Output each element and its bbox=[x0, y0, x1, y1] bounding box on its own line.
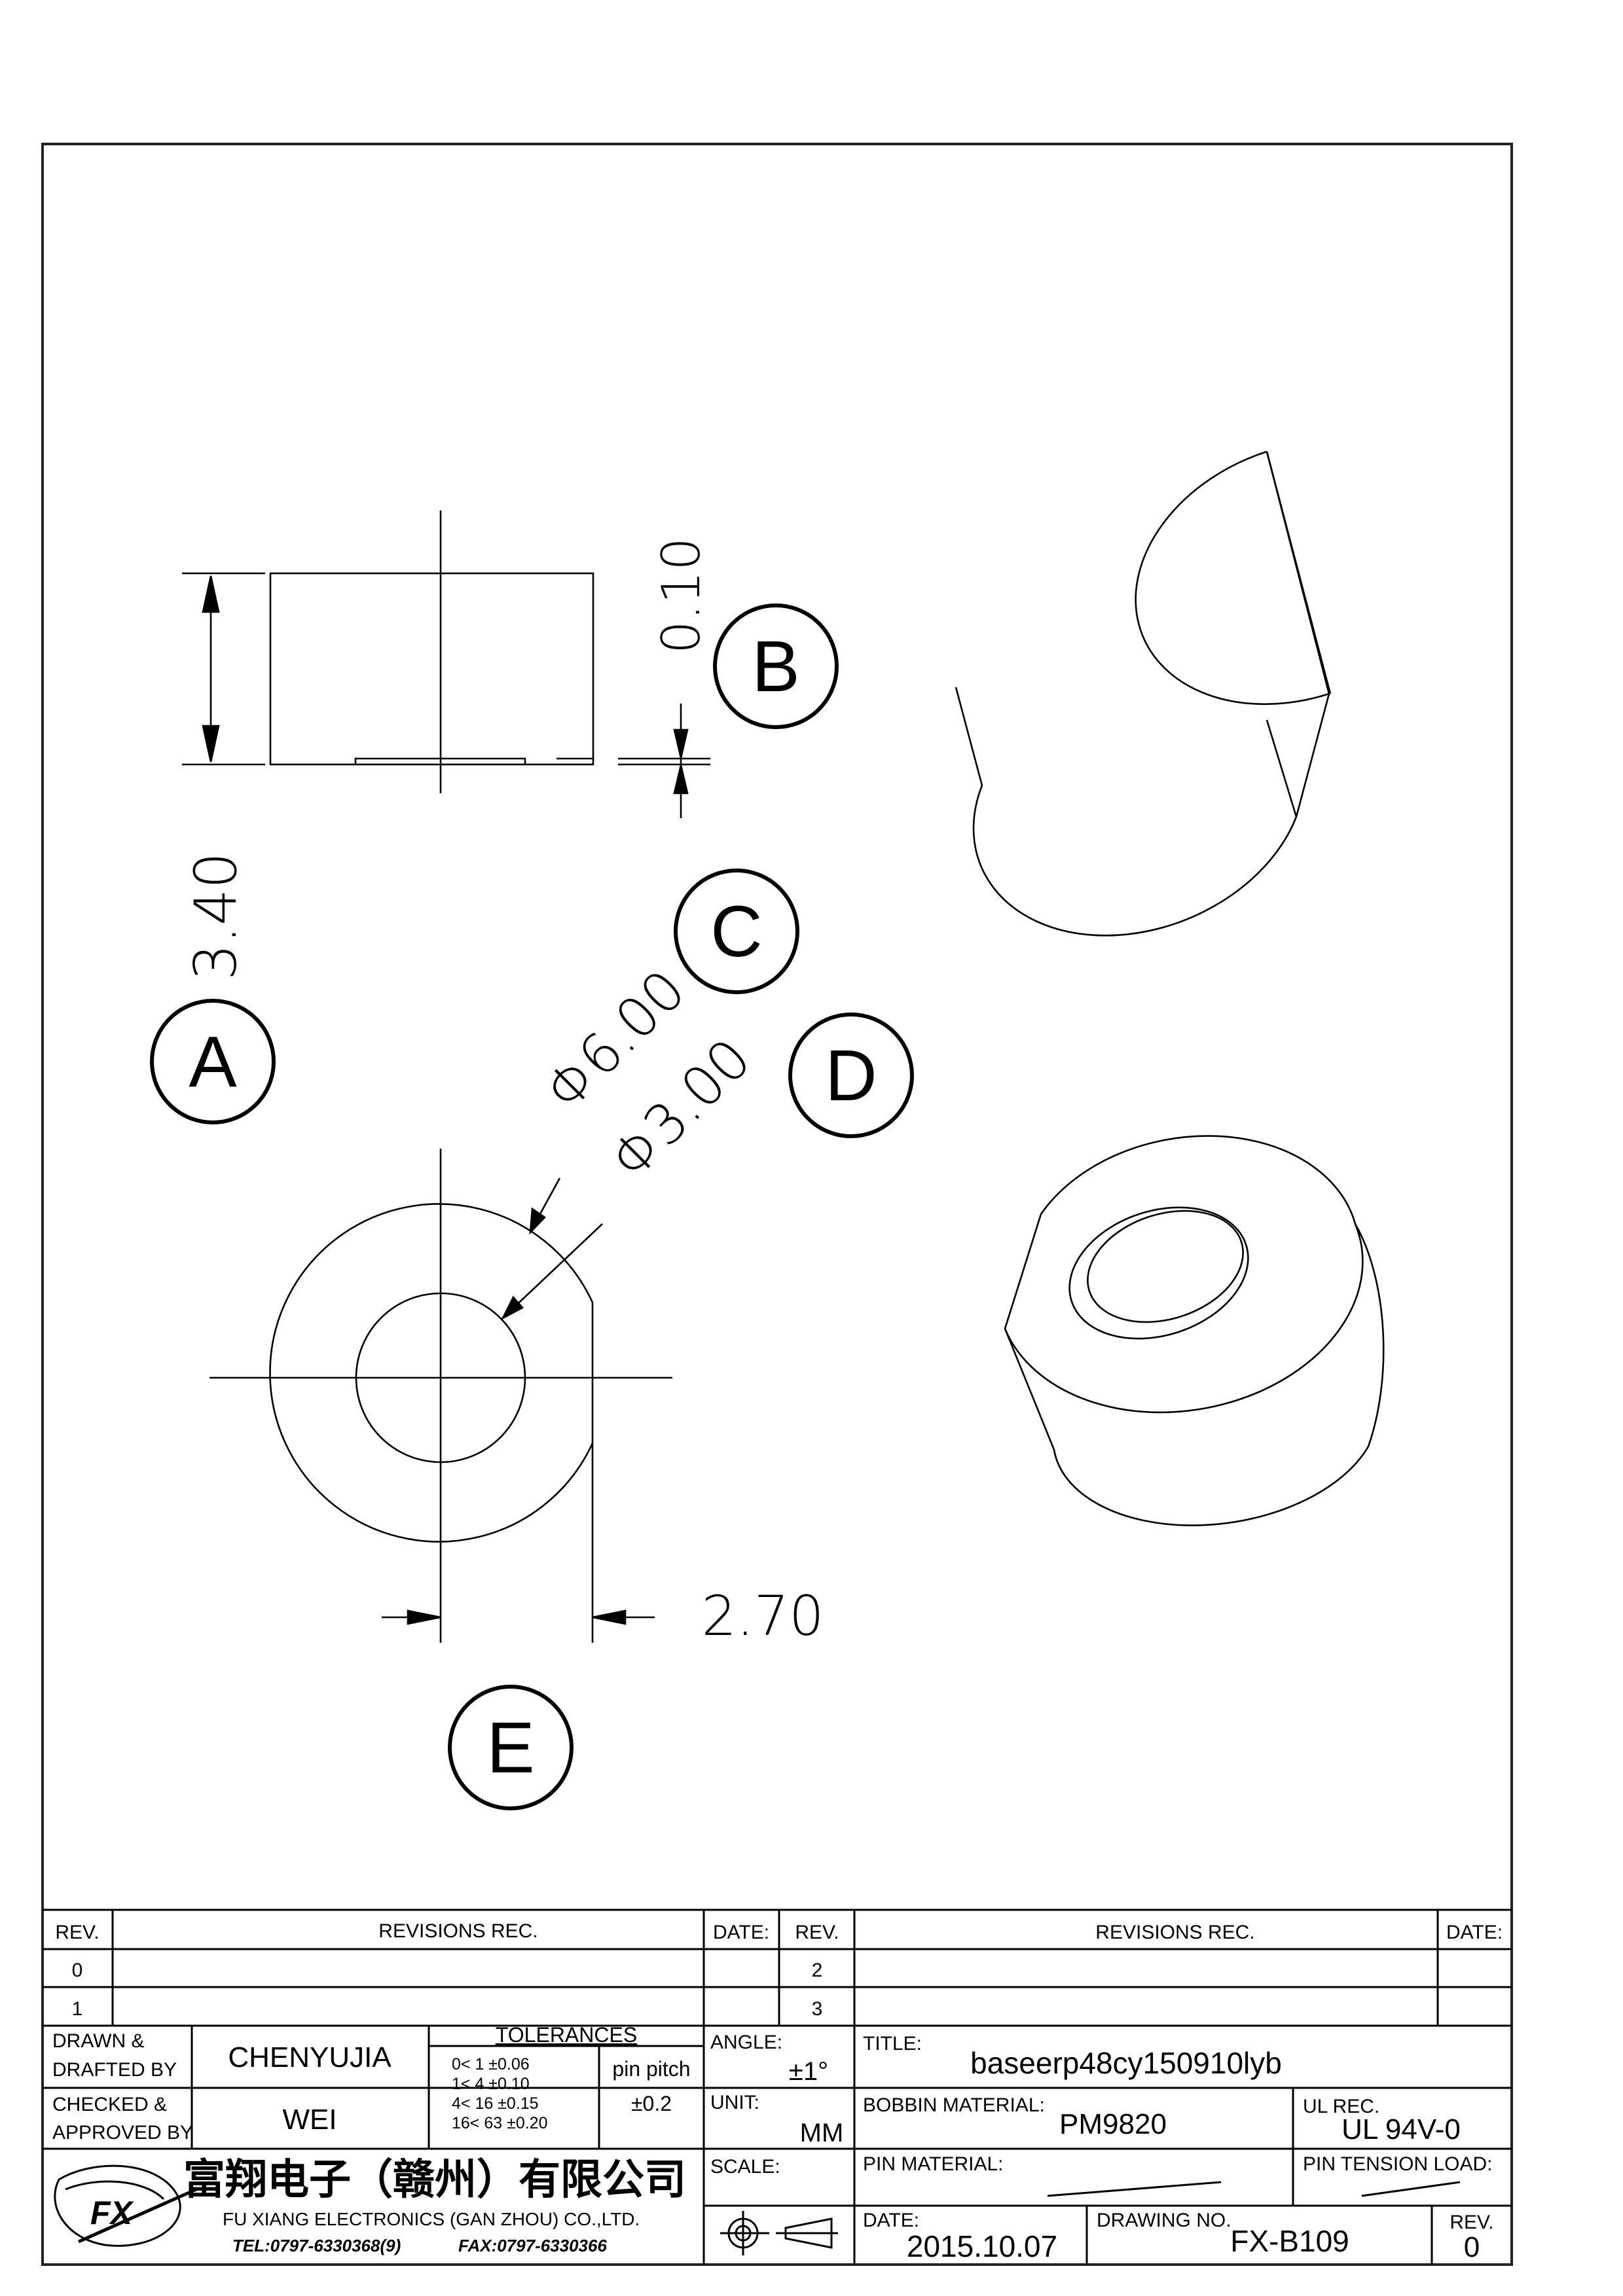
iso-view-top bbox=[955, 450, 1332, 937]
dim-step-label: 0.10 bbox=[651, 537, 712, 654]
checked-label-1: CHECKED & bbox=[52, 2094, 167, 2115]
callout-d-circle bbox=[788, 1013, 914, 1138]
pin-pitch-label: pin pitch bbox=[612, 2057, 690, 2081]
logo-text: FX bbox=[90, 2195, 134, 2231]
callout-c-circle bbox=[674, 869, 799, 994]
ul-rec-label: UL REC. bbox=[1303, 2096, 1379, 2117]
title-value: baseerp48cy150910lyb bbox=[970, 2046, 1282, 2080]
bobbin-material-label: BOBBIN MATERIAL: bbox=[863, 2094, 1045, 2116]
pin-material-label: PIN MATERIAL: bbox=[863, 2153, 1003, 2175]
rev-value: 0 bbox=[1464, 2231, 1480, 2263]
callout-a-circle bbox=[150, 999, 276, 1124]
rev-left-header-date: DATE: bbox=[713, 1922, 769, 1943]
title-label: TITLE: bbox=[863, 2033, 922, 2054]
date-value: 2015.10.07 bbox=[907, 2229, 1057, 2263]
dim-height-label: 3.40 bbox=[182, 852, 249, 980]
ul-rec-value: UL 94V-0 bbox=[1341, 2113, 1461, 2145]
callout-e: E bbox=[486, 1708, 534, 1788]
company-fax: FAX:0797-6330366 bbox=[458, 2236, 607, 2255]
date-label: DATE: bbox=[863, 2210, 919, 2231]
checked-value: WEI bbox=[282, 2104, 337, 2136]
callout-d: D bbox=[825, 1035, 877, 1116]
revision-table bbox=[43, 1909, 1512, 2027]
sheet-border bbox=[41, 143, 1513, 2266]
top-view bbox=[210, 1149, 672, 1643]
rev-label: REV. bbox=[1450, 2212, 1493, 2233]
tolerance-row-3: 4< 16 ±0.15 bbox=[452, 2094, 539, 2113]
rev-row-2: 2 bbox=[812, 1960, 823, 1981]
checked-label-2: APPROVED BY bbox=[52, 2122, 193, 2144]
tolerance-row-4: 16< 63 ±0.20 bbox=[452, 2114, 547, 2132]
callout-b: B bbox=[752, 626, 799, 707]
drawn-value: CHENYUJIA bbox=[228, 2041, 392, 2073]
side-view bbox=[182, 511, 710, 818]
angle-value: ±1° bbox=[789, 2057, 828, 2086]
callout-a: A bbox=[189, 1022, 237, 1102]
unit-value: MM bbox=[800, 2119, 844, 2147]
drawing-no-value: FX-B109 bbox=[1230, 2224, 1349, 2258]
rev-left-header-rev: REV. bbox=[55, 1922, 99, 1943]
callout-e-circle bbox=[448, 1685, 574, 1810]
rev-right-header-date: DATE: bbox=[1446, 1922, 1503, 1943]
rev-row-3: 3 bbox=[812, 1998, 823, 2020]
callout-c: C bbox=[710, 891, 762, 972]
scale-label: SCALE: bbox=[710, 2156, 780, 2178]
unit-label: UNIT: bbox=[710, 2092, 759, 2113]
drawn-label-2: DRAFTED BY bbox=[52, 2059, 177, 2081]
rev-row-0: 0 bbox=[72, 1960, 83, 1981]
rev-row-1: 1 bbox=[72, 1998, 83, 2020]
rev-left-header-rec: REVISIONS REC. bbox=[378, 1920, 538, 1942]
dim-flat-offset-label: 2.70 bbox=[701, 1584, 824, 1648]
tolerance-row-1: 0< 1 ±0.06 bbox=[452, 2055, 530, 2073]
company-tel: TEL:0797-6330368(9) bbox=[232, 2236, 401, 2255]
company-name-cn: 富翔电子（赣州）有限公司 bbox=[183, 2156, 686, 2204]
drawn-label-1: DRAWN & bbox=[52, 2030, 145, 2052]
bobbin-material-value: PM9820 bbox=[1059, 2108, 1167, 2140]
drawing-no-label: DRAWING NO. bbox=[1097, 2210, 1231, 2231]
tolerance-row-2: 1< 4 ±0.10 bbox=[452, 2075, 530, 2093]
angle-label: ANGLE: bbox=[710, 2032, 782, 2053]
title-block bbox=[43, 2026, 1512, 2265]
iso-view-bottom bbox=[1004, 1135, 1385, 1526]
rev-right-header-rev: REV. bbox=[795, 1922, 839, 1943]
company-logo bbox=[54, 2164, 198, 2247]
tolerances-title: TOLERANCES bbox=[496, 2023, 637, 2047]
callout-b-circle bbox=[713, 603, 839, 729]
pin-pitch-value: ±0.2 bbox=[631, 2092, 672, 2115]
company-name-en: FU XIANG ELECTRONICS (GAN ZHOU) CO.,LTD. bbox=[223, 2209, 640, 2229]
rev-right-header-rec: REVISIONS REC. bbox=[1095, 1922, 1254, 1943]
pin-tension-label: PIN TENSION LOAD: bbox=[1303, 2153, 1493, 2175]
